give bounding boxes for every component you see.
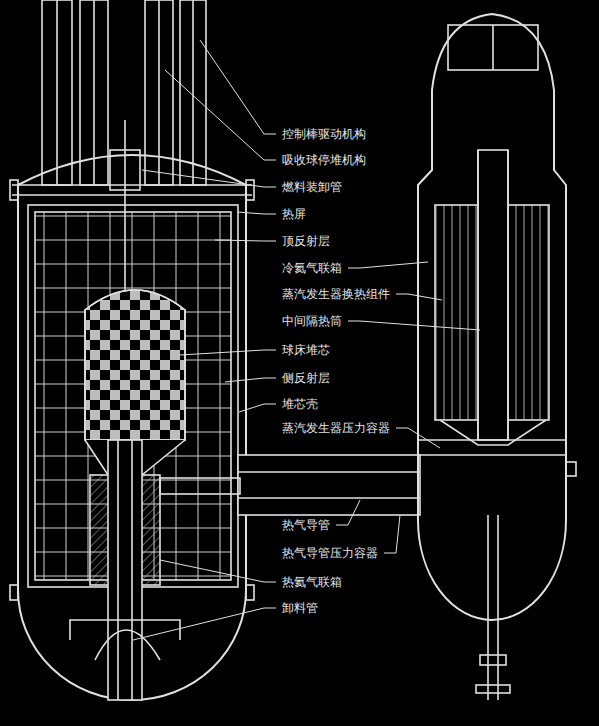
part-label: 热气导管压力容器 <box>280 546 380 560</box>
part-label: 热氦气联箱 <box>280 575 344 589</box>
part-label: 顶反射层 <box>280 234 332 248</box>
leader-line <box>225 378 276 382</box>
leader-line <box>160 560 276 582</box>
leader-line <box>348 321 480 330</box>
leader-line <box>180 350 276 355</box>
part-label: 热屏 <box>280 207 308 221</box>
part-label: 热气导管 <box>280 518 332 532</box>
leader-line <box>396 294 442 300</box>
part-label: 冷氦气联箱 <box>280 261 344 275</box>
part-label: 卸料管 <box>280 601 320 615</box>
part-label: 中间隔热筒 <box>280 314 344 328</box>
leader-line <box>133 608 276 640</box>
leader-line <box>336 500 360 525</box>
leader-line <box>165 70 276 160</box>
part-label: 吸收球停堆机构 <box>280 153 368 167</box>
leader-line <box>142 170 276 187</box>
part-label: 控制棒驱动机构 <box>280 127 368 141</box>
leader-line <box>239 404 276 412</box>
part-label: 球床堆芯 <box>280 343 332 357</box>
part-label: 燃料装卸管 <box>280 180 344 194</box>
leader-line <box>384 515 400 553</box>
leader-line <box>396 428 440 448</box>
part-label: 蒸汽发生器换热组件 <box>280 287 392 301</box>
leader-line <box>237 212 276 214</box>
leader-line <box>348 262 428 268</box>
leader-line <box>215 240 276 241</box>
part-label: 蒸汽发生器压力容器 <box>280 421 392 435</box>
part-label: 侧反射层 <box>280 371 332 385</box>
part-label: 堆芯壳 <box>280 397 320 411</box>
leader-line <box>200 40 276 134</box>
